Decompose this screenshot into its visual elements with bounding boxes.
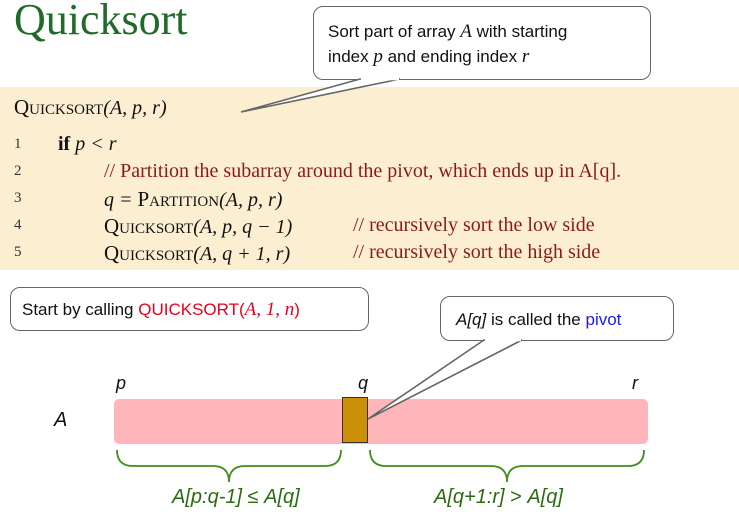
description-line-2: index p and ending index r	[328, 44, 638, 69]
index-label-r: r	[632, 373, 638, 393]
left-brace-label: A[p:q-1] ≤ A[q]	[172, 486, 300, 509]
pivot-callout-pointer	[367, 339, 523, 420]
slide-title: Quicksort	[14, 0, 188, 44]
description-line-1: Sort part of array A with starting	[328, 19, 638, 44]
keyword-if: if	[58, 133, 71, 155]
brace-text: A[q]	[527, 486, 563, 508]
brace-op: >	[504, 486, 528, 508]
brace-text: A[q]	[264, 486, 300, 508]
start-text: Start by calling	[22, 300, 139, 319]
code-comment: // recursively sort the low side	[353, 214, 595, 236]
code-text: q =	[104, 189, 138, 211]
start-call: QUICKSORT(	[138, 300, 245, 319]
right-brace-label: A[q+1:r] > A[q]	[434, 486, 563, 509]
code-text: (A, p, q − 1)	[193, 216, 293, 238]
array-bar	[114, 399, 648, 444]
line-number: 1	[14, 136, 22, 152]
desc-var-p: p	[373, 46, 383, 67]
index-label-q: q	[358, 373, 369, 393]
desc-var-a: A	[460, 21, 472, 42]
desc-text: with starting	[471, 22, 568, 41]
line-number: 2	[14, 163, 22, 179]
index-label-p: p	[116, 373, 127, 393]
pivot-word: pivot	[585, 310, 622, 329]
pivot-var: A[q]	[456, 310, 487, 329]
code-comment: // Partition the subarray around the piv…	[104, 160, 622, 182]
proc-args: (A, p, r)	[103, 97, 167, 119]
pivot-cell	[342, 397, 368, 443]
brace-text: A[q+1:r]	[434, 486, 505, 508]
line-number: 4	[14, 217, 22, 233]
pivot-text: is called the	[486, 310, 586, 329]
code-text: (A, p, r)	[219, 189, 283, 211]
desc-var-r: r	[521, 46, 530, 67]
brace-text: A[p:q-1]	[172, 486, 243, 508]
code-text: (A, q + 1, r)	[193, 243, 291, 265]
right-brace	[369, 449, 645, 483]
pivot-callout: A[q] is called the pivot	[440, 296, 674, 341]
desc-text: and ending index	[382, 47, 522, 66]
left-brace	[116, 449, 342, 483]
description-callout-pointer	[240, 78, 401, 113]
desc-text: Sort part of array	[328, 22, 461, 41]
brace-op: ≤	[242, 486, 265, 508]
line-number: 3	[14, 190, 22, 206]
start-call-args: A, 1, n	[244, 299, 295, 320]
array-label: A	[54, 409, 68, 431]
code-text: p < r	[70, 133, 117, 155]
proc-name: Quicksort	[14, 95, 104, 119]
proc-name: Partition	[137, 187, 220, 211]
desc-text: index	[328, 47, 374, 66]
proc-name: Quicksort	[104, 241, 194, 265]
code-comment: // recursively sort the high side	[353, 241, 601, 263]
description-callout: Sort part of array A with starting index…	[313, 6, 651, 80]
pseudocode-box	[0, 87, 739, 270]
code-header: Quicksort(A, p, r)	[14, 95, 167, 120]
line-number: 5	[14, 244, 22, 260]
start-callout: Start by calling QUICKSORT(A, 1, n)	[10, 287, 369, 331]
proc-name: Quicksort	[104, 214, 194, 238]
start-call-close: )	[294, 300, 300, 319]
